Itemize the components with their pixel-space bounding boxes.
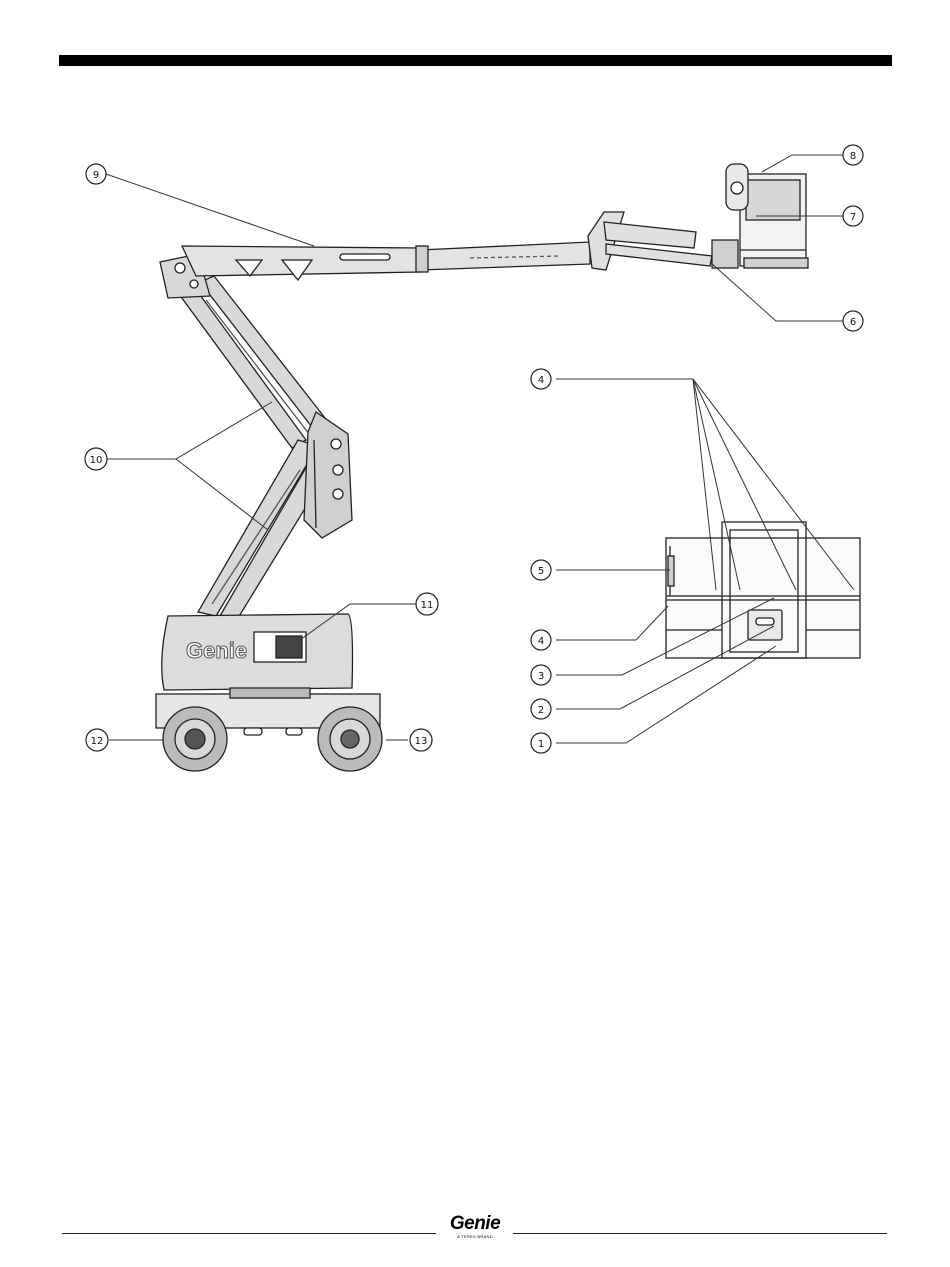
callout-6-label: 6 — [850, 317, 856, 328]
callout-4-upper: 4 — [531, 369, 551, 389]
footer-rule-right — [513, 1233, 887, 1234]
callout-11: 11 — [416, 593, 438, 615]
callout-9: 9 — [86, 164, 106, 184]
callout-7: 7 — [843, 206, 863, 226]
footer-logo-text: Genie — [440, 1214, 510, 1234]
callout-13-label: 13 — [415, 736, 428, 747]
callout-6: 6 — [843, 311, 863, 331]
callout-5-label: 5 — [538, 566, 544, 577]
callout-12-label: 12 — [91, 736, 104, 747]
callout-8-label: 8 — [850, 151, 856, 162]
callout-4-upper-label: 4 — [538, 375, 544, 386]
callout-9-label: 9 — [93, 170, 99, 181]
jib-boom — [588, 212, 738, 270]
footer-logo-subtext: A TEREX BRAND — [440, 1234, 510, 1240]
callout-2-label: 2 — [538, 705, 544, 716]
callout-1: 1 — [531, 733, 551, 753]
callout-7-label: 7 — [850, 212, 856, 223]
callout-12: 12 — [86, 729, 108, 751]
callout-10-label: 10 — [90, 455, 103, 466]
footer-logo: Genie A TEREX BRAND — [440, 1214, 510, 1244]
upper-boom — [182, 242, 590, 280]
callout-2: 2 — [531, 699, 551, 719]
rear-wheel — [163, 707, 227, 771]
front-wheel — [318, 707, 382, 771]
footer-rule-left — [62, 1233, 436, 1234]
callout-10: 10 — [85, 448, 107, 470]
boom-lift-side-view — [156, 164, 808, 771]
callout-4-lower-label: 4 — [538, 636, 544, 647]
callout-13: 13 — [410, 729, 432, 751]
callout-11-label: 11 — [421, 600, 434, 611]
callout-3: 3 — [531, 665, 551, 685]
knee-bracket — [304, 412, 352, 538]
callout-4-lower: 4 — [531, 630, 551, 650]
callout-3-label: 3 — [538, 671, 544, 682]
callout-8: 8 — [843, 145, 863, 165]
callout-5: 5 — [531, 560, 551, 580]
machine-side-logo: Genie — [186, 638, 247, 663]
callout-1-label: 1 — [538, 739, 544, 750]
